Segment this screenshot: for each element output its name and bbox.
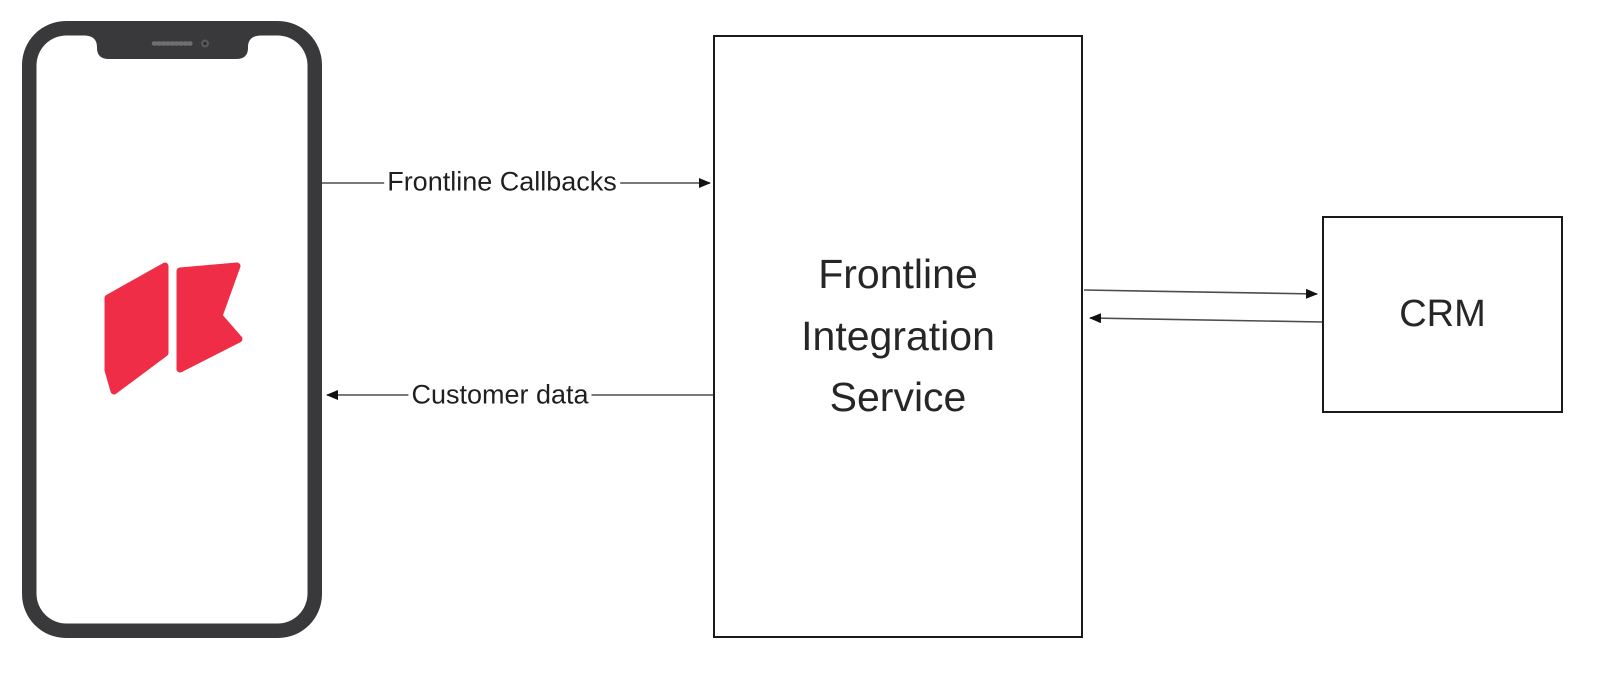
edge-label-frontline-callbacks: Frontline Callbacks	[384, 166, 620, 198]
integration-service-label: Frontline Integration Service	[801, 251, 995, 421]
arrow-fis-to-crm	[1083, 288, 1318, 299]
camera-lens-dot	[203, 41, 207, 46]
crm-label: CRM	[1399, 293, 1486, 335]
phone-notch	[84, 35, 261, 59]
crm-node: CRM	[1322, 216, 1563, 413]
edge-label-customer-data: Customer data	[408, 379, 592, 411]
phone-frame	[22, 21, 322, 638]
integration-service-node: Frontline Integration Service	[713, 35, 1083, 638]
logo-left-flag	[104, 262, 169, 395]
arrow-crm-to-fis	[1089, 313, 1323, 324]
frontline-logo-icon	[104, 262, 243, 395]
logo-right-flag	[176, 262, 243, 373]
phone-screen	[36, 35, 308, 624]
